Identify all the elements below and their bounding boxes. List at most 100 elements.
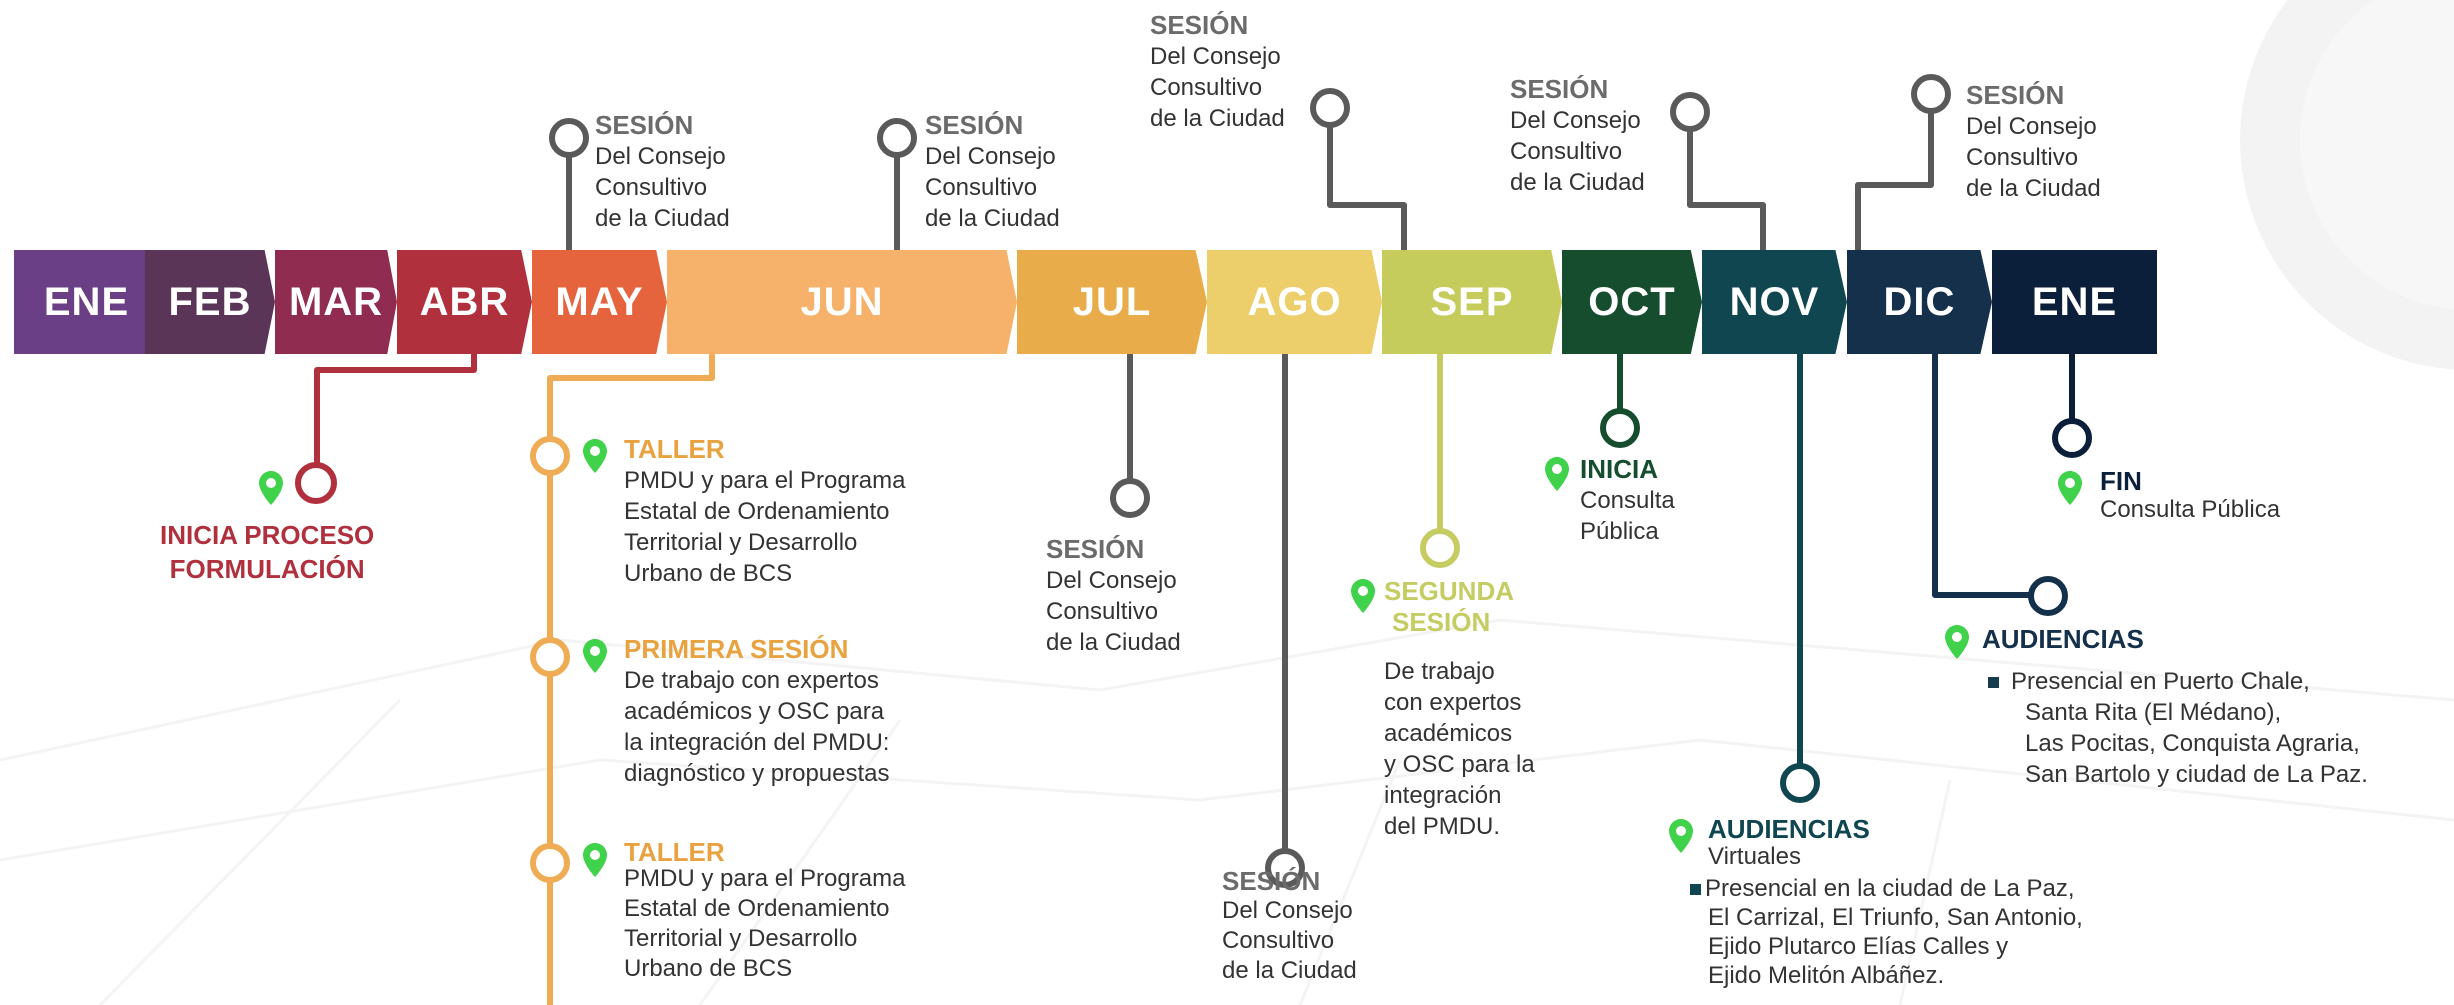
session-jun: SESIÓN Del Consejo Consultivo de la Ciud… xyxy=(925,110,1060,234)
session-ago-line3: de la Ciudad xyxy=(1222,957,1357,984)
audiencias-presencial-title: AUDIENCIAS xyxy=(1982,624,2144,654)
audiencias-virtuales-line4: Ejido Melitón Albáñez. xyxy=(1708,962,1945,989)
session-jul-line1: Del Consejo xyxy=(1046,567,1177,594)
fin-line: Consulta Pública xyxy=(2100,496,2281,523)
primera-sesion-line1: De trabajo con expertos xyxy=(624,667,879,694)
month-ago: AGO xyxy=(1207,250,1382,354)
audiencias-virtuales-line1: Presencial en la ciudad de La Paz, xyxy=(1690,874,2083,903)
taller-2-line2: Estatal de Ordenamiento xyxy=(624,895,890,922)
session-dic: SESIÓN Del Consejo Consultivo de la Ciud… xyxy=(1966,80,2101,204)
session-nov-line3: de la Ciudad xyxy=(1510,169,1645,196)
audiencias-virtuales-sub: Virtuales xyxy=(1708,843,1801,870)
session-may-line2: Consultivo xyxy=(595,174,708,201)
location-pin-icon xyxy=(1669,819,1693,853)
session-jun-line3: de la Ciudad xyxy=(925,205,1060,232)
inicia-consulta-line1: Consulta xyxy=(1580,487,1675,514)
bullet-square-icon xyxy=(1690,884,1701,896)
node-inicia-proceso xyxy=(295,462,337,504)
taller-1-line4: Urbano de BCS xyxy=(624,560,793,587)
month-sep: SEP xyxy=(1382,250,1562,354)
taller-2-head: TALLER xyxy=(624,837,725,867)
location-pin-icon xyxy=(583,439,607,473)
audiencias-virtuales-line2: El Carrizal, El Triunfo, San Antonio, xyxy=(1708,904,2083,931)
inicia-proceso-line2: FORMULACIÓN xyxy=(169,554,365,584)
session-sep-line1: Del Consejo xyxy=(1150,43,1281,70)
segunda-sesion-body: De trabajo con expertos académicos y OSC… xyxy=(1384,656,1535,842)
node-segunda-sesion xyxy=(1420,528,1460,568)
month-feb: FEB xyxy=(145,250,275,354)
node-primera-sesion xyxy=(530,637,570,677)
session-node-dic xyxy=(1911,74,1951,114)
session-jul-line3: de la Ciudad xyxy=(1046,629,1181,656)
month-may: MAY xyxy=(532,250,667,354)
location-pin-icon xyxy=(583,639,607,673)
session-jun-head: SESIÓN xyxy=(925,110,1024,140)
primera-sesion: PRIMERA SESIÓN De trabajo con expertos a… xyxy=(624,634,890,789)
month-ene-next: ENE xyxy=(1992,250,2157,354)
taller-1-line3: Territorial y Desarrollo xyxy=(624,529,858,556)
aud-virt-text-1: Presencial en la ciudad de La Paz, xyxy=(1705,875,2075,902)
session-node-sep xyxy=(1310,88,1350,128)
month-mar: MAR xyxy=(275,250,397,354)
primera-sesion-head: PRIMERA SESIÓN xyxy=(624,634,849,664)
location-pin-icon xyxy=(1351,579,1375,613)
segunda-sesion-line1: De trabajo xyxy=(1384,658,1495,685)
session-node-jul xyxy=(1110,478,1150,518)
taller-1-head: TALLER xyxy=(624,434,725,464)
session-dic-head: SESIÓN xyxy=(1966,80,2065,110)
session-node-jun xyxy=(877,118,917,158)
inicia-consulta-line2: Pública xyxy=(1580,518,1659,545)
segunda-sesion-line5: integración xyxy=(1384,782,1502,809)
month-jul: JUL xyxy=(1017,250,1207,354)
session-may: SESIÓN Del Consejo Consultivo de la Ciud… xyxy=(595,110,730,234)
inicia-consulta-head: INICIA xyxy=(1580,454,1658,484)
node-inicia-consulta xyxy=(1600,408,1640,448)
node-audiencias-virtuales xyxy=(1780,763,1820,803)
audiencias-presencial-line4: San Bartolo y ciudad de La Paz. xyxy=(2025,761,2368,788)
fin-head: FIN xyxy=(2100,466,2142,496)
session-nov: SESIÓN Del Consejo Consultivo de la Ciud… xyxy=(1510,74,1645,198)
segunda-sesion-line6: del PMDU. xyxy=(1384,813,1501,840)
audiencias-presencial-line2: Santa Rita (El Médano), xyxy=(2025,699,2282,726)
audiencias-presencial-body: Presencial en Puerto Chale, Santa Rita (… xyxy=(1988,666,2368,790)
inicia-proceso: INICIA PROCESO FORMULACIÓN xyxy=(160,518,374,586)
taller-2-line1: PMDU y para el Programa xyxy=(624,865,906,892)
audiencias-presencial-line3: Las Pocitas, Conquista Agraria, xyxy=(2025,730,2360,757)
taller-2: TALLER PMDU y para el Programa Estatal d… xyxy=(624,837,906,984)
location-pin-icon xyxy=(2058,471,2082,505)
primera-sesion-line2: académicos y OSC para xyxy=(624,698,885,725)
taller-1-line1: PMDU y para el Programa xyxy=(624,467,906,494)
audiencias-virtuales-head: AUDIENCIAS xyxy=(1708,814,1870,844)
session-may-line1: Del Consejo xyxy=(595,143,726,170)
node-fin xyxy=(2052,418,2092,458)
segunda-sesion-line3: académicos xyxy=(1384,720,1513,747)
session-jul: SESIÓN Del Consejo Consultivo de la Ciud… xyxy=(1046,534,1181,658)
session-node-ago xyxy=(1265,848,1305,888)
session-sep-line3: de la Ciudad xyxy=(1150,105,1285,132)
location-pin-icon xyxy=(1945,625,1969,659)
fin: FIN Consulta Pública xyxy=(2100,468,2280,525)
session-nov-line1: Del Consejo xyxy=(1510,107,1641,134)
session-sep-head: SESIÓN xyxy=(1150,10,1249,40)
segunda-sesion: SEGUNDA SESIÓN xyxy=(1384,576,1514,638)
session-node-nov xyxy=(1670,92,1710,132)
audiencias-presencial-head: AUDIENCIAS xyxy=(1982,624,2144,655)
session-jul-line2: Consultivo xyxy=(1046,598,1159,625)
session-sep-line2: Consultivo xyxy=(1150,74,1263,101)
session-jun-line1: Del Consejo xyxy=(925,143,1056,170)
segunda-sesion-head1: SEGUNDA xyxy=(1384,576,1515,606)
session-dic-line3: de la Ciudad xyxy=(1966,175,2101,202)
session-node-may xyxy=(549,118,589,158)
month-nov: NOV xyxy=(1702,250,1847,354)
session-ago: SESIÓN Del Consejo Consultivo de la Ciud… xyxy=(1222,866,1357,986)
session-nov-head: SESIÓN xyxy=(1510,74,1609,104)
session-jun-line2: Consultivo xyxy=(925,174,1038,201)
session-jul-head: SESIÓN xyxy=(1046,534,1145,564)
segunda-sesion-head2: SESIÓN xyxy=(1392,607,1491,637)
segunda-sesion-line4: y OSC para la xyxy=(1384,751,1535,778)
month-jun: JUN xyxy=(667,250,1017,354)
primera-sesion-line4: diagnóstico y propuestas xyxy=(624,760,890,787)
location-pin-icon xyxy=(583,843,607,877)
